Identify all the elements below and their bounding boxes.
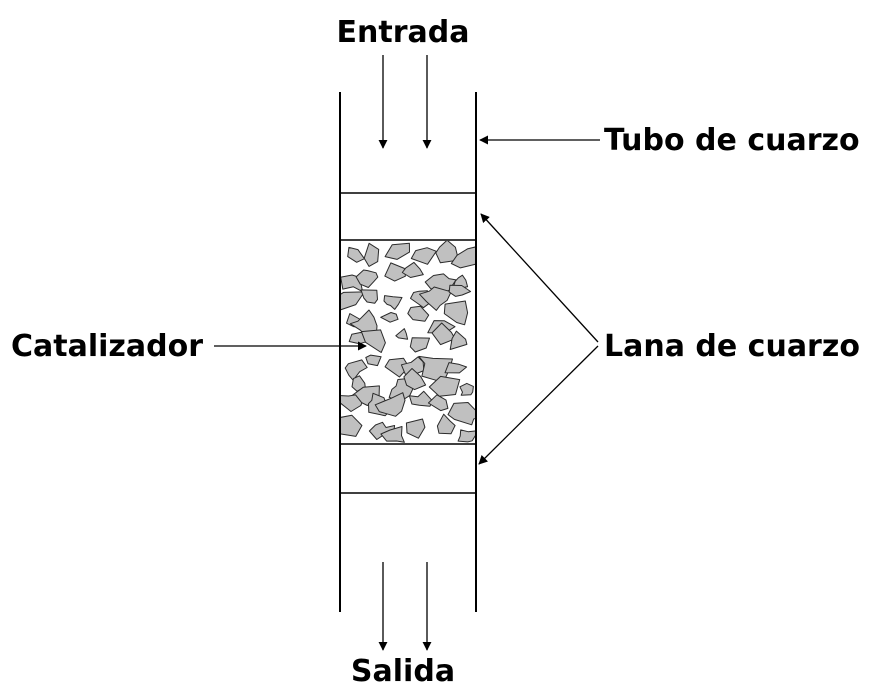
catalyst-fragment <box>427 394 449 412</box>
catalyst-fragment <box>374 392 406 417</box>
catalyst-fragment <box>428 375 461 397</box>
catalyst-fragment <box>380 312 399 323</box>
catalyst-fragment <box>341 291 365 311</box>
catalyst-fragment <box>436 413 456 435</box>
catalyst-fragment <box>409 337 430 353</box>
catalyst-fragment <box>401 261 424 278</box>
catalyst-fragment <box>407 305 430 322</box>
catalyst-fragment <box>341 414 363 437</box>
catalyst-label: Catalizador <box>11 329 203 364</box>
catalyst-fragment <box>459 382 474 396</box>
catalyst-fragment <box>360 289 378 304</box>
wool-leader-arrow-upper <box>480 213 599 343</box>
catalyst-fragment <box>363 242 380 267</box>
catalyst-fragment <box>448 284 472 297</box>
outlet-label: Salida <box>351 654 455 689</box>
catalyst-fragment <box>449 330 468 350</box>
catalyst-fragment <box>443 300 469 326</box>
catalyst-fragment <box>405 418 426 439</box>
catalyst-fragment <box>341 394 363 412</box>
catalyst-fragment <box>418 355 453 382</box>
catalyst-fragment <box>408 390 434 407</box>
catalyst-fragment <box>447 402 475 426</box>
wool-label: Lana de cuarzo <box>604 329 860 364</box>
catalyst-fragment <box>419 286 452 311</box>
catalyst-fragment <box>347 246 365 263</box>
inlet-label: Entrada <box>337 15 470 50</box>
catalyst-fragment <box>457 429 475 443</box>
catalyst-fragment <box>435 241 459 264</box>
catalyst-fragment <box>410 247 437 265</box>
catalyst-fragment <box>384 242 410 260</box>
wool-leader-arrow-lower <box>478 345 599 465</box>
catalyst-fragment <box>380 426 405 443</box>
catalyst-fragment <box>383 295 403 310</box>
catalyst-fragment <box>444 362 468 374</box>
catalyst-bed <box>341 241 475 443</box>
catalyst-fragment <box>365 354 382 367</box>
catalyst-fragment <box>344 359 368 381</box>
catalyst-fragment <box>431 322 456 346</box>
catalyst-fragment <box>395 328 409 340</box>
tube-label: Tubo de cuarzo <box>604 123 860 158</box>
catalyst-fragment <box>403 368 427 391</box>
catalyst-fragment <box>355 269 379 288</box>
catalyst-fragment <box>450 246 475 269</box>
catalyst-fragment <box>360 329 386 353</box>
